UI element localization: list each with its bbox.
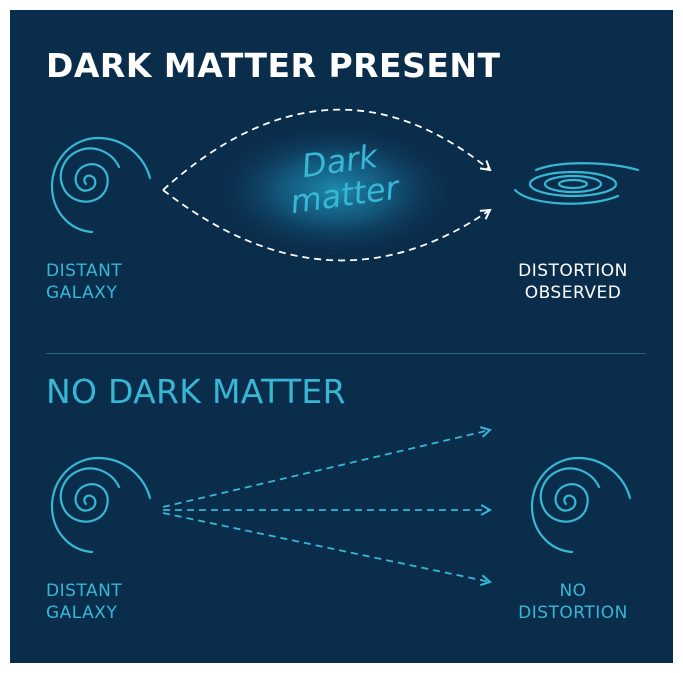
light-paths-bent (162, 108, 492, 262)
top-source-label-line-1: DISTANT (46, 261, 123, 281)
top-source-label-line-2: GALAXY (46, 283, 118, 303)
light-paths-straight (162, 426, 493, 587)
diagram-art (50, 108, 640, 587)
light-path-down (162, 512, 492, 587)
light-path-up (162, 426, 492, 508)
bottom-source-label-line-2: GALAXY (46, 603, 118, 623)
light-path-lower (162, 189, 492, 262)
bottom-result-label-line-2: DISTORTION (518, 603, 628, 623)
bottom-source-label-line-1: DISTANT (46, 581, 123, 601)
infographic-panel: DARK MATTER PRESENT Dark matter DISTANT … (10, 10, 673, 663)
title-no-dark-matter: NO DARK MATTER (46, 372, 346, 411)
bottom-source-label: DISTANT GALAXY (46, 580, 122, 624)
spiral-galaxy-icon (50, 136, 152, 234)
bottom-result-label-line-1: NO (559, 581, 587, 601)
distorted-galaxy-icon (513, 162, 640, 205)
top-source-label: DISTANT GALAXY (46, 260, 122, 304)
spiral-galaxy-icon (530, 456, 632, 554)
top-result-label: DISTORTION OBSERVED (498, 260, 648, 304)
top-result-label-line-1: DISTORTION (518, 261, 628, 281)
dark-matter-glow (210, 122, 460, 258)
section-divider (46, 353, 646, 354)
bottom-result-label: NO DISTORTION (498, 580, 648, 624)
spiral-galaxy-icon (50, 456, 152, 554)
top-result-label-line-2: OBSERVED (524, 283, 622, 303)
title-dark-matter-present: DARK MATTER PRESENT (46, 46, 501, 85)
